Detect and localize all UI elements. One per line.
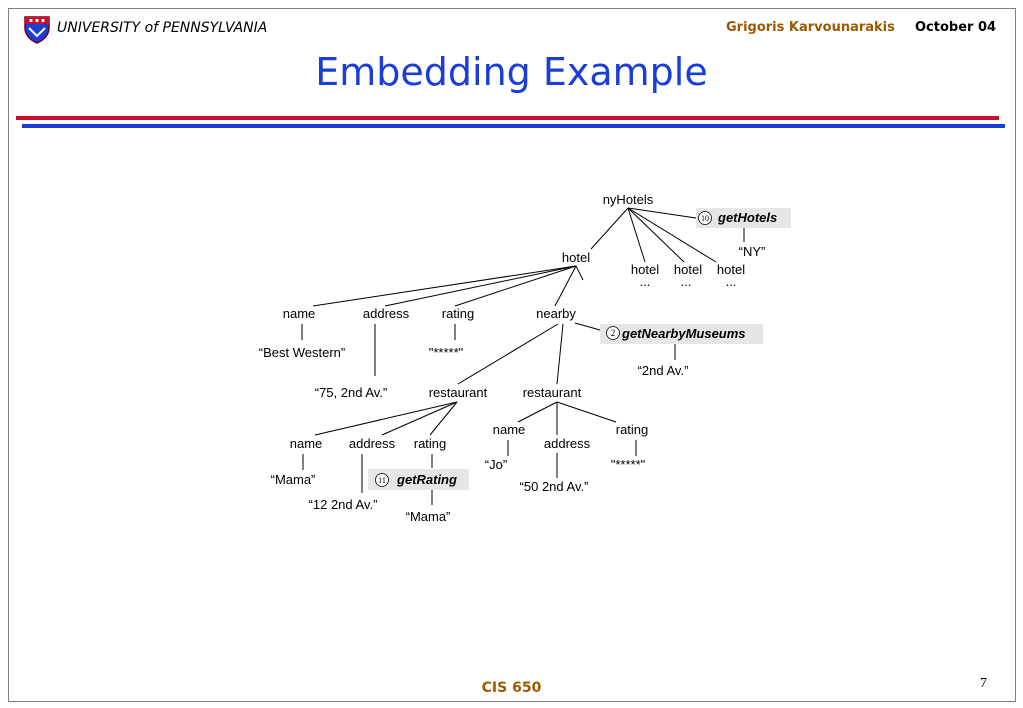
value-mama-name: “Mama” xyxy=(271,472,316,487)
node-restaurant2-rating: rating xyxy=(616,422,649,437)
course-code: CIS 650 xyxy=(481,680,542,696)
node-hotel-4: hotel xyxy=(717,262,745,277)
slide-title: Embedding Example xyxy=(315,50,708,94)
value-50-2nd-av: “50 2nd Av.” xyxy=(520,479,589,494)
node-restaurant2-name: name xyxy=(493,422,526,437)
node-hotel-3: hotel xyxy=(674,262,702,277)
node-restaurant1-rating: rating xyxy=(414,436,447,451)
node-restaurant-1: restaurant xyxy=(429,385,488,400)
node-ny-param: “NY” xyxy=(739,244,766,259)
get-hotels-call-box xyxy=(696,208,791,228)
node-nyhotels: nyHotels xyxy=(603,192,654,207)
value-mama-rating-param: “Mama” xyxy=(406,509,451,524)
hotel-4-ellipsis: ... xyxy=(726,274,737,289)
tree-edges xyxy=(301,207,745,505)
hotel-2-ellipsis: ... xyxy=(640,274,651,289)
node-gethotels-call: getHotels xyxy=(717,210,777,225)
node-hotel-main: hotel xyxy=(562,250,590,265)
node-hotel-address: address xyxy=(363,306,410,321)
hotel-3-ellipsis: ... xyxy=(681,274,692,289)
call-number-2-icon: 2 xyxy=(606,326,620,340)
header-divider-red xyxy=(16,116,999,120)
node-hotel-nearby: nearby xyxy=(536,306,576,321)
value-hotel-rating: "*****" xyxy=(429,345,464,360)
node-hotel-name: name xyxy=(283,306,316,321)
slide-frame xyxy=(8,8,1016,702)
value-restaurant2-rating: "*****" xyxy=(611,457,646,472)
node-restaurant1-name: name xyxy=(290,436,323,451)
svg-text:2: 2 xyxy=(611,328,616,338)
value-best-western: “Best Western” xyxy=(259,345,345,360)
presentation-date: October 04 xyxy=(915,20,997,35)
value-12-2nd-av: “12 2nd Av.” xyxy=(309,497,378,512)
node-hotel-2: hotel xyxy=(631,262,659,277)
page-number: 7 xyxy=(980,676,987,691)
value-2nd-av: “2nd Av.” xyxy=(638,363,689,378)
node-hotel-rating: rating xyxy=(442,306,475,321)
author-name: Grigoris Karvounarakis xyxy=(726,20,895,35)
node-restaurant-2: restaurant xyxy=(523,385,582,400)
value-jo: “Jo” xyxy=(485,457,507,472)
penn-shield-icon xyxy=(24,16,50,44)
node-getnearbymuseums-call: getNearbyMuseums xyxy=(621,326,746,341)
node-getrating-call: getRating xyxy=(396,472,457,487)
node-restaurant2-address: address xyxy=(544,436,591,451)
get-rating-call-box xyxy=(368,469,469,490)
header-divider-blue xyxy=(22,124,1005,128)
get-nearby-museums-call-box xyxy=(600,324,763,344)
svg-text:11: 11 xyxy=(378,476,386,485)
call-number-10-icon: 10 xyxy=(698,211,712,225)
svg-text:10: 10 xyxy=(701,214,709,223)
value-hotel-address: “75, 2nd Av.” xyxy=(315,385,388,400)
node-restaurant1-address: address xyxy=(349,436,396,451)
call-number-11-icon: 11 xyxy=(375,473,389,487)
university-name: UNIVERSITY of PENNSYLVANIA xyxy=(57,20,268,36)
